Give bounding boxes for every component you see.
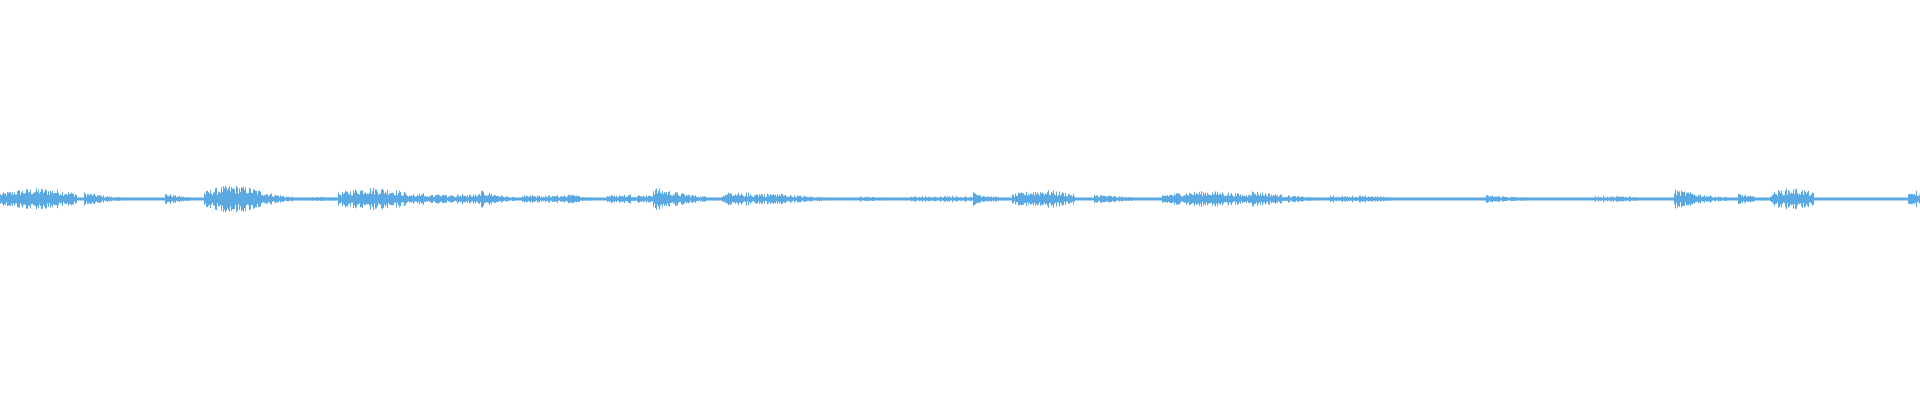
waveform-segment xyxy=(305,197,338,201)
waveform-segment xyxy=(1430,197,1486,201)
waveform-segment xyxy=(263,193,305,205)
waveform-segment xyxy=(1248,191,1329,207)
waveform-segment xyxy=(407,193,480,205)
waveform-segment xyxy=(568,194,607,204)
waveform-segment xyxy=(1094,194,1162,204)
waveform-segment xyxy=(1486,195,1567,203)
waveform-segment xyxy=(1329,195,1367,203)
waveform-segment xyxy=(0,188,77,210)
waveform-segment xyxy=(480,190,522,208)
waveform-segment xyxy=(1162,191,1248,207)
waveform-segment xyxy=(860,196,910,202)
waveform-segment xyxy=(1814,197,1908,201)
waveform-segment xyxy=(204,185,263,213)
waveform-segment xyxy=(338,187,407,211)
waveform-segment xyxy=(783,194,860,204)
waveform-segment xyxy=(653,188,722,210)
waveform-segment xyxy=(1738,194,1770,204)
waveform-segment xyxy=(165,194,204,204)
waveform-segment xyxy=(522,195,568,203)
waveform-segment xyxy=(1012,190,1075,208)
waveform-segment xyxy=(1567,197,1594,201)
waveform-segment xyxy=(1367,196,1430,202)
waveform-segment xyxy=(910,195,973,203)
waveform-segment xyxy=(134,197,165,201)
waveform-segment xyxy=(84,192,134,206)
waveform-segment xyxy=(1075,197,1094,201)
waveform-segment xyxy=(1636,197,1674,201)
waveform-segment xyxy=(1908,190,1920,208)
waveform-segment xyxy=(973,192,1012,206)
waveform-bars xyxy=(0,185,1920,213)
waveform-segment xyxy=(77,197,84,201)
waveform-segment xyxy=(1594,195,1636,203)
waveform-segment xyxy=(607,194,653,204)
waveform-segment xyxy=(1770,188,1814,210)
waveform-segment xyxy=(1674,189,1738,209)
waveform-segment xyxy=(722,192,783,206)
